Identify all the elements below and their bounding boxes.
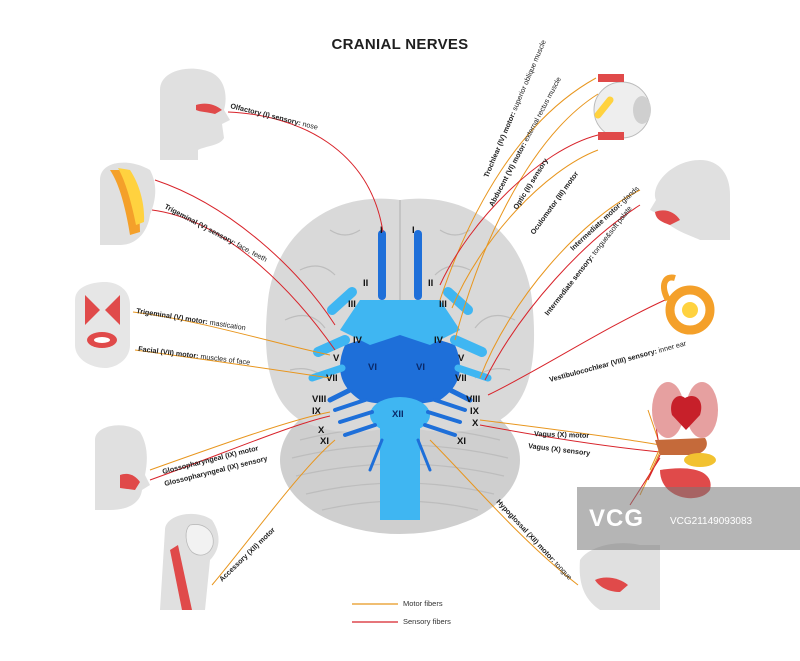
numeral-viii-right: VIII [466, 394, 480, 405]
head-nose-illustration [160, 68, 230, 160]
line-vestibulo [487, 299, 666, 396]
label-trigeminal-motor: Trigeminal (V) motor: mastication [136, 306, 247, 332]
line-vagus-sensory [479, 424, 661, 453]
eye-illustration [593, 74, 651, 140]
head-tongue-illustration [650, 160, 730, 240]
numeral-i-left: I [380, 225, 383, 236]
line-facial-motor [134, 349, 331, 379]
legend-motor-label: Motor fibers [403, 599, 443, 608]
label-intermediate-sensory: Intermediate sensory: tongue&soft palate [542, 204, 633, 317]
numeral-xi-left: XI [320, 436, 329, 447]
legend-sensory-label: Sensory fibers [403, 617, 451, 626]
label-vagus-motor: Vagus (X) motor [534, 429, 590, 440]
line-trigeminal-motor [132, 311, 331, 356]
line-accessory [211, 439, 336, 586]
numeral-x-right: X [472, 418, 479, 429]
numeral-v-right: V [458, 353, 465, 364]
label-trigeminal-sensory: Trigeminal (V) sensory: face, teeth [163, 202, 269, 264]
line-optic [439, 134, 599, 286]
label-vagus-sensory: Vagus (X) sensory [528, 441, 591, 458]
numeral-ii-right: II [428, 278, 433, 289]
line-olfactory [227, 111, 384, 233]
line-hypoglossal [429, 439, 579, 586]
nerve-numerals: I I II II III III IV IV V V VI VI VII VI… [312, 225, 480, 447]
numeral-viii-left: VIII [312, 394, 326, 405]
olfactory-tract-left [378, 230, 386, 300]
numeral-iii-left: III [348, 299, 356, 310]
label-facial-motor: Facial (VII) motor: muscles of face [138, 344, 251, 367]
line-glosso-motor [149, 411, 331, 471]
watermark-id: VCG21149093083 [670, 516, 753, 527]
head-facial-muscles-illustration [75, 282, 130, 368]
numeral-vi-right: VI [416, 362, 425, 373]
line-vagus-motor [479, 419, 661, 446]
label-vestibulo-sensory: Vestibulocochlear (VIII) sensory: inner … [548, 338, 688, 383]
head-trigeminal-illustration [100, 162, 156, 245]
numeral-xii: XII [392, 409, 404, 420]
numeral-iii-right: III [439, 299, 447, 310]
head-hypoglossal-illustration [579, 543, 660, 610]
olfactory-tract-right [414, 230, 422, 300]
label-olfactory: Olfactory (I) sensory: nose [230, 101, 319, 131]
inner-ear-illustration [661, 274, 715, 335]
numeral-i-right: I [412, 225, 415, 236]
numeral-vi-left: VI [368, 362, 377, 373]
numeral-ix-right: IX [470, 406, 480, 417]
line-oculomotor [451, 149, 599, 309]
pons [340, 335, 460, 405]
label-accessory-motor: Accessory (XII) motor [217, 525, 277, 583]
line-abducent [454, 93, 599, 341]
numeral-v-left: V [333, 353, 340, 364]
numeral-vii-left: VII [326, 373, 338, 384]
numeral-x-left: X [318, 425, 325, 436]
watermark: VCG VCG21149093083 [577, 487, 800, 550]
line-trigeminal-sensory [151, 209, 336, 351]
diagram-title: CRANIAL NERVES [331, 36, 469, 53]
numeral-iv-left: IV [353, 335, 363, 346]
numeral-iv-right: IV [434, 335, 444, 346]
watermark-logo: VCG [589, 505, 645, 532]
numeral-xi-right: XI [457, 436, 466, 447]
numeral-ii-left: II [363, 278, 368, 289]
line-glosso-sensory [149, 415, 331, 481]
organs-illustration [652, 382, 718, 499]
head-accessory-illustration [160, 513, 219, 610]
line-trochlear [439, 77, 597, 301]
line-intermediate-sensory [484, 204, 641, 381]
head-throat-illustration [95, 425, 150, 510]
brainstem [380, 405, 420, 520]
label-hypoglossal-motor: Hypoglossal (XII) motor: tongue [495, 497, 575, 581]
brain [265, 198, 535, 534]
line-intermediate-motor [479, 189, 641, 379]
numeral-vii-right: VII [455, 373, 467, 384]
numeral-ix-left: IX [312, 406, 322, 417]
medulla [370, 397, 430, 433]
